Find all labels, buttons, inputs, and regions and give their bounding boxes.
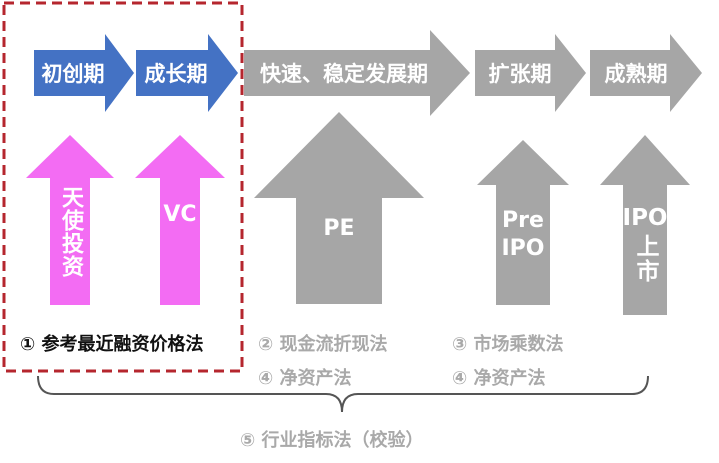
preipo-line1: Pre	[502, 208, 544, 233]
stage-label-mature: 成熟期	[604, 62, 668, 86]
method-industry-indicator: ⑤ 行业指标法（校验）	[240, 430, 424, 451]
ipo-line1: IPO	[622, 205, 668, 231]
stage-label-expansion: 扩张期	[488, 62, 552, 86]
ipo-line2: 上市	[632, 234, 658, 284]
investment-label-ipo: IPO 上市	[620, 198, 670, 288]
up-arrow-vc	[135, 135, 225, 305]
method-dcf: ② 现金流折现法	[258, 334, 388, 355]
method-recent-financing: ① 参考最近融资价格法	[20, 334, 204, 355]
investment-label-vc: VC	[163, 202, 197, 227]
up-arrow-ipo	[600, 135, 690, 315]
investment-label-preipo: Pre IPO	[496, 205, 550, 265]
up-arrow-angel	[26, 135, 114, 305]
stage-arrow-expansion	[475, 34, 586, 112]
method-net-asset-2: ④ 净资产法	[452, 368, 546, 389]
stage-label-startup: 初创期	[41, 62, 105, 86]
up-arrow-pe	[254, 112, 424, 304]
stage-label-rapid: 快速、稳定发展期	[260, 62, 428, 86]
stage-arrow-startup	[34, 34, 134, 112]
stage-arrow-growth	[136, 34, 238, 112]
bottom-bracket	[37, 375, 649, 413]
stage-label-growth: 成长期	[144, 62, 208, 86]
method-market-multiple: ③ 市场乘数法	[452, 334, 564, 355]
method-net-asset-1: ④ 净资产法	[258, 368, 352, 389]
up-arrow-preipo	[477, 140, 569, 305]
stage-arrow-rapid	[244, 30, 470, 116]
investment-label-pe: PE	[323, 216, 355, 241]
preipo-line2: IPO	[501, 236, 545, 261]
investment-label-angel: 天使投资	[58, 186, 83, 278]
stage-arrow-mature	[590, 34, 702, 112]
highlight-box	[2, 1, 244, 373]
